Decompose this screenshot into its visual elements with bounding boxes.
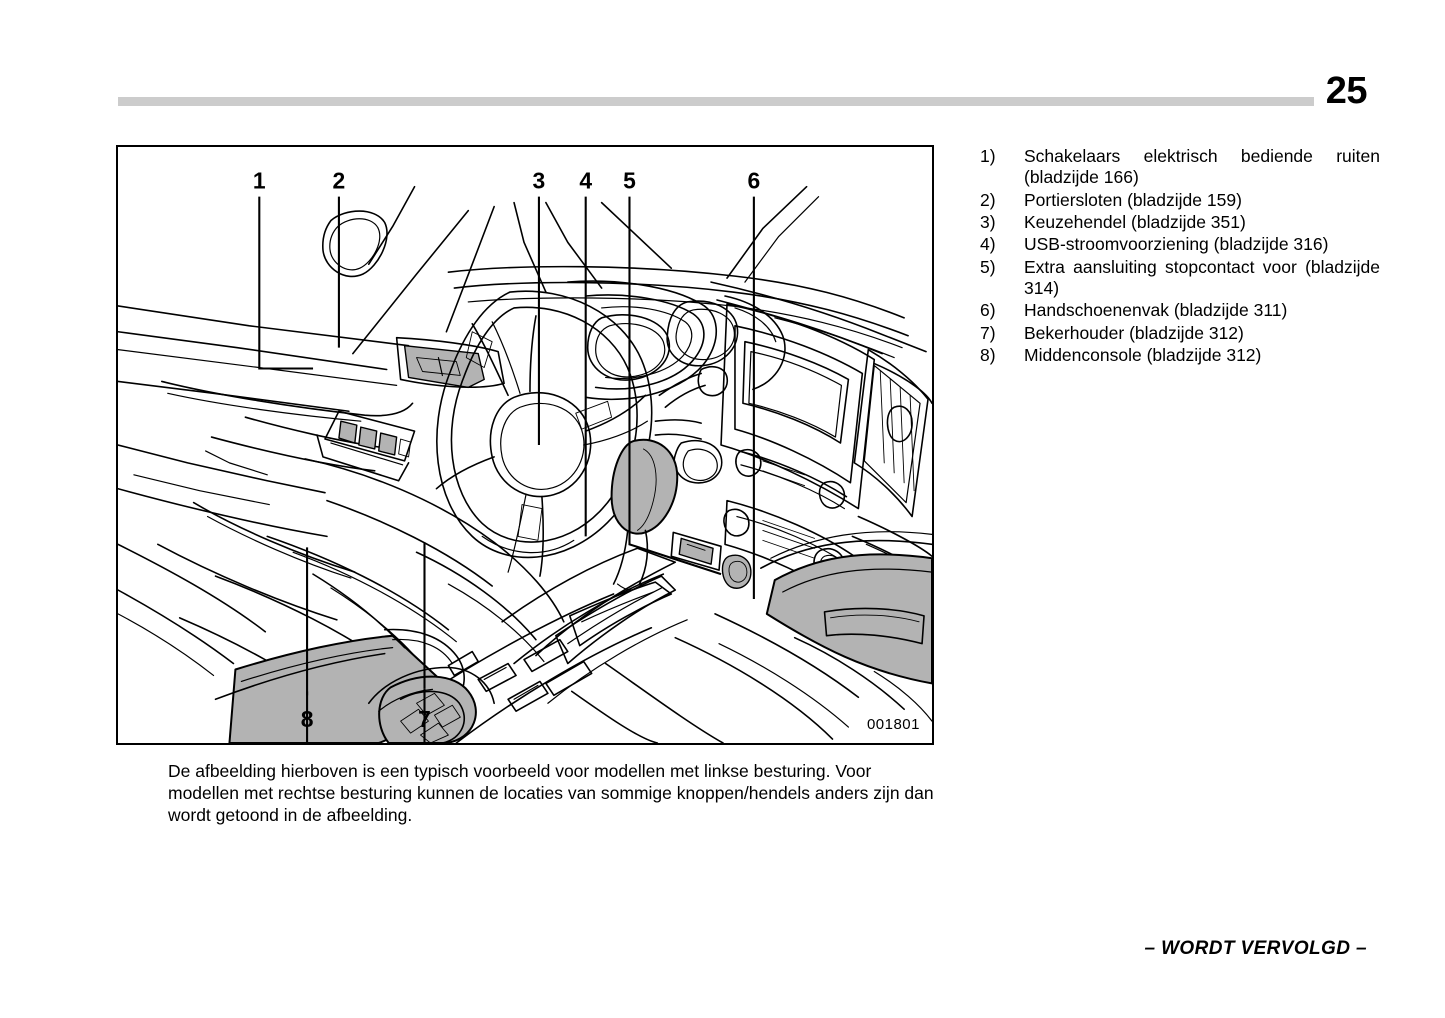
legend-text-5: Extra aansluiting stopcontact voor (blad… bbox=[1024, 256, 1380, 299]
legend-marker-1: 1) bbox=[980, 146, 996, 166]
legend-list: 1) Schakelaars elektrisch bediende ruite… bbox=[980, 146, 1380, 367]
legend-text-1: Schakelaars elektrisch bediende ruiten (… bbox=[1024, 146, 1380, 188]
callout-number-8: 8 bbox=[301, 706, 314, 732]
legend-marker-4: 4) bbox=[980, 234, 996, 255]
steering-wheel bbox=[435, 290, 653, 577]
continued-footer: – WORDT VERVOLGD – bbox=[1144, 938, 1367, 959]
callout-leader-lines-lower bbox=[306, 691, 426, 743]
header-rule bbox=[118, 97, 1314, 106]
callout-number-7: 7 bbox=[418, 706, 431, 732]
legend-text-8: Middenconsole (bladzijde 312) bbox=[1024, 345, 1262, 366]
legend-text-7: Bekerhouder (bladzijde 312) bbox=[1024, 322, 1244, 343]
legend-item-2: 2) Portiersloten (bladzijde 159) bbox=[980, 190, 1380, 211]
figure-caption: De afbeelding hierboven is een typisch v… bbox=[168, 761, 934, 826]
legend-text-4: USB-stroomvoorziening (bladzijde 316) bbox=[1024, 234, 1329, 255]
legend-item-3: 3) Keuzehendel (bladzijde 351) bbox=[980, 212, 1380, 233]
car-interior-illustration: 1 2 3 4 5 6 7 8 bbox=[118, 168, 932, 743]
leader-line-1 bbox=[258, 196, 314, 370]
legend-text-2: Portiersloten (bladzijde 159) bbox=[1024, 189, 1242, 210]
select-lever bbox=[610, 438, 679, 591]
instrument-cluster bbox=[566, 280, 786, 401]
usb-power-supply bbox=[670, 531, 722, 571]
legend-marker-3: 3) bbox=[980, 212, 996, 233]
callout-number-4: 4 bbox=[579, 168, 592, 194]
dashboard-air-vent bbox=[853, 348, 929, 518]
legend-item-4: 4) USB-stroomvoorziening (bladzijde 316) bbox=[980, 234, 1380, 255]
callout-number-3: 3 bbox=[533, 168, 546, 194]
accessory-power-outlet-front bbox=[721, 554, 752, 589]
legend-marker-7: 7) bbox=[980, 322, 996, 343]
figure-id-code: 001801 bbox=[866, 716, 920, 733]
legend-text-3: Keuzehendel (bladzijde 351) bbox=[1024, 212, 1246, 233]
legend-marker-5: 5) bbox=[980, 256, 996, 277]
figure-panel: 1 2 3 4 5 6 7 8 001801 bbox=[116, 145, 934, 745]
callout-number-6: 6 bbox=[748, 168, 761, 194]
leader-line-5 bbox=[628, 196, 722, 576]
legend-marker-2: 2) bbox=[980, 189, 996, 210]
legend-text-6: Handschoenenvak (bladzijde 311) bbox=[1024, 300, 1288, 321]
page-number: 25 bbox=[1325, 70, 1368, 112]
center-stack bbox=[720, 303, 876, 601]
callout-number-5: 5 bbox=[623, 168, 636, 194]
cup-holder bbox=[378, 675, 477, 743]
legend-item-7: 7) Bekerhouder (bladzijde 312) bbox=[980, 323, 1380, 344]
glove-box bbox=[765, 553, 932, 685]
callout-leader-lines bbox=[258, 196, 755, 696]
callout-numbers: 1 2 3 4 5 6 7 8 bbox=[253, 168, 760, 732]
legend-item-1: 1) Schakelaars elektrisch bediende ruite… bbox=[980, 146, 1380, 189]
legend-marker-6: 6) bbox=[980, 300, 996, 321]
legend-item-8: 8) Middenconsole (bladzijde 312) bbox=[980, 345, 1380, 366]
callout-number-2: 2 bbox=[333, 168, 346, 194]
legend-item-5: 5) Extra aansluiting stopcontact voor (b… bbox=[980, 257, 1380, 300]
window-switch-buttons bbox=[338, 420, 412, 458]
legend-item-6: 6) Handschoenenvak (bladzijde 311) bbox=[980, 300, 1380, 321]
callout-number-1: 1 bbox=[253, 168, 266, 194]
legend-marker-8: 8) bbox=[980, 345, 996, 366]
interior-linework bbox=[118, 185, 932, 743]
